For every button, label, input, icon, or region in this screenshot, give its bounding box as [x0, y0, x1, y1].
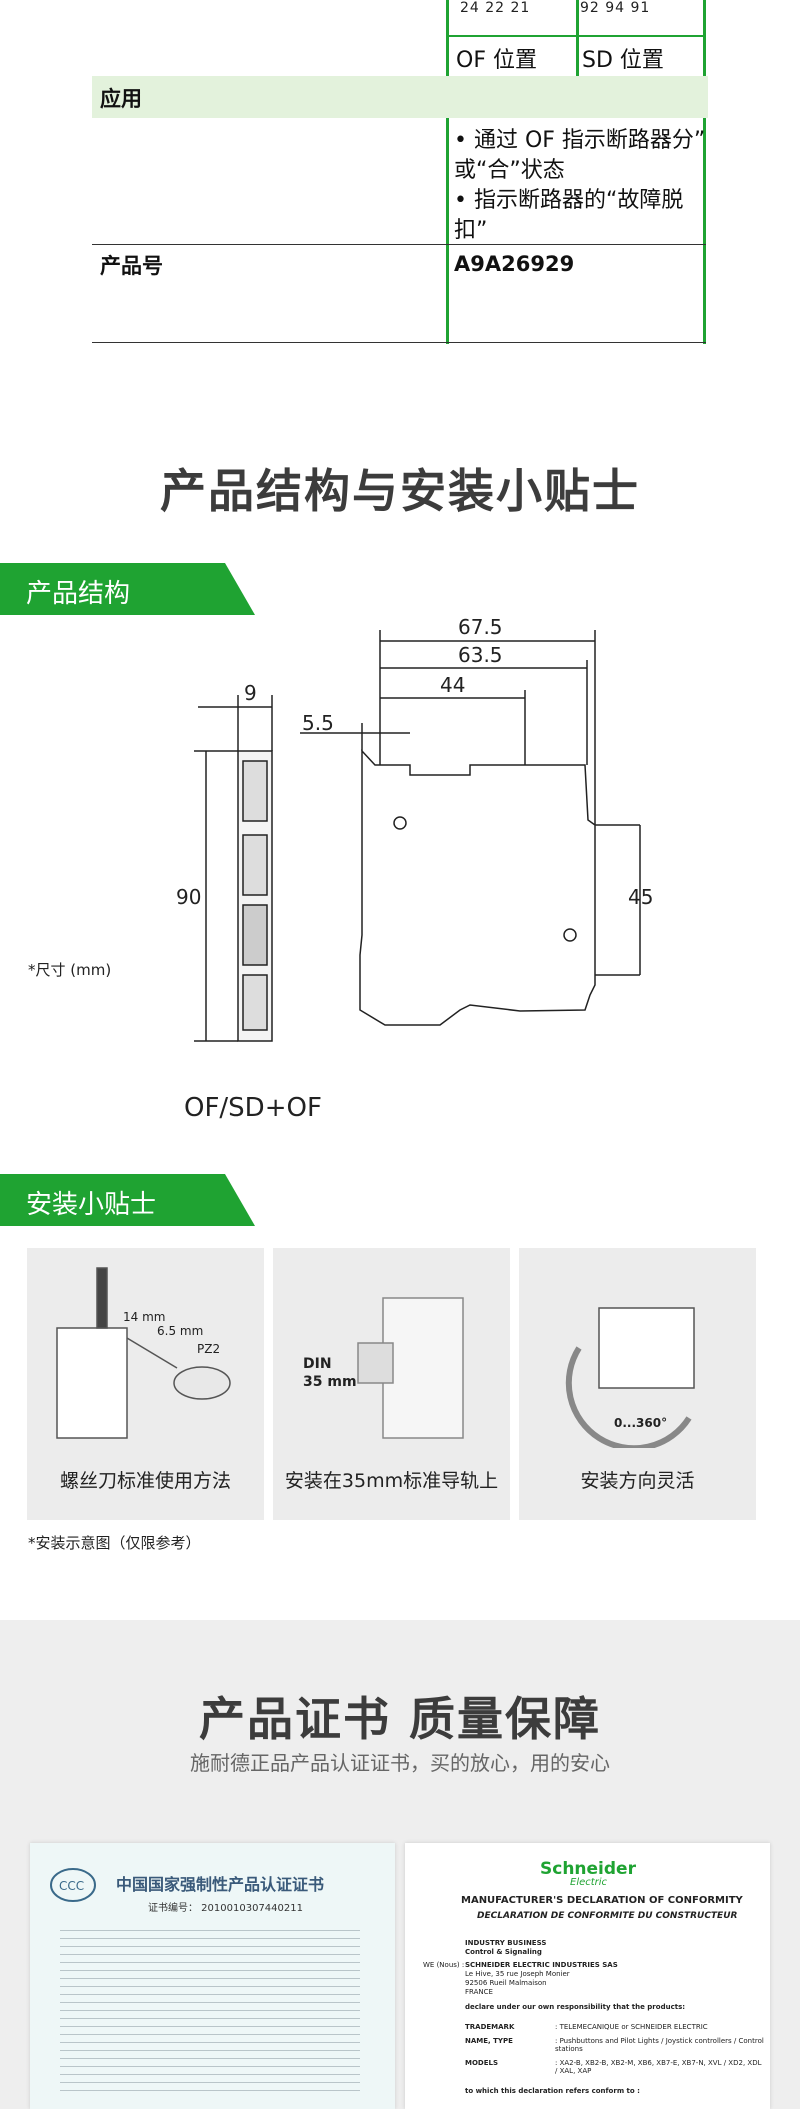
dim-67-5: 67.5 [458, 615, 503, 639]
application-bullet-2-cont: 扣” [454, 218, 488, 243]
tab-label: 安装小贴士 [26, 1190, 157, 1220]
divider [446, 35, 704, 37]
declaration-certificate: Schneider Electric MANUFACTURER'S DECLAR… [405, 1843, 770, 2109]
tip-text-35mm: 35 mm [303, 1374, 357, 1390]
tip-text-6-5mm: 6.5 mm [157, 1324, 204, 1338]
business-line-2: Control & Signaling [465, 1948, 542, 1956]
tab-product-structure: 产品结构 [0, 563, 255, 615]
tip-card-label: 安装在35mm标准导轨上 [284, 1470, 499, 1492]
tab-background [0, 1174, 255, 1226]
schneider-logo: Schneider [540, 1859, 636, 1879]
tip-text-rotation: 0...360° [614, 1416, 668, 1430]
tip-card-screwdriver: 14 mm 6.5 mm PZ2 螺丝刀标准使用方法 [27, 1248, 264, 1520]
declaration-heading: MANUFACTURER'S DECLARATION OF CONFORMITY [461, 1895, 743, 1906]
section-title-structure: 产品结构与安装小贴士 [160, 464, 640, 518]
dim-45: 45 [628, 885, 654, 909]
tab-label: 产品结构 [26, 579, 131, 609]
dim-5-5: 5.5 [302, 711, 334, 735]
tab-background [0, 563, 255, 615]
ccc-number: 证书编号： 2010010307440211 [148, 1903, 303, 1914]
declare-line: declare under our own responsibility tha… [465, 2003, 686, 2011]
tip-card-din-rail: DIN 35 mm 安装在35mm标准导轨上 [273, 1248, 510, 1520]
dimension-diagram [194, 630, 641, 1042]
section-title-cert: 产品证书 质量保障 [198, 1692, 601, 1746]
pin-numbers-sd: 92 94 91 [580, 0, 651, 16]
tip-card-orientation: 0...360° 安装方向灵活 [519, 1248, 756, 1520]
tip-text-din: DIN [303, 1356, 332, 1372]
schneider-logo-sub: Electric [570, 1877, 608, 1888]
ccc-body-text [60, 1923, 360, 2093]
trademark-value: : TELEMECANIQUE or SCHNEIDER ELECTRIC [555, 2023, 708, 2031]
din-rail-illustration [357, 1297, 464, 1439]
dim-9: 9 [244, 681, 257, 705]
of-position-label: OF 位置 [456, 48, 537, 73]
tab-install-tips: 安装小贴士 [0, 1174, 255, 1226]
ccc-logo-icon: CCC [50, 1868, 96, 1902]
table-column-line [703, 0, 706, 344]
tip-text-14mm: 14 mm [123, 1310, 166, 1324]
tip-card-label: 螺丝刀标准使用方法 [59, 1470, 231, 1492]
pin-numbers-of: 24 22 21 [460, 0, 531, 16]
product-no-value: A9A26929 [454, 252, 575, 276]
svg-text:CCC: CCC [59, 1879, 84, 1893]
rotation-illustration [565, 1307, 695, 1448]
install-note: *安装示意图（仅限参考） [28, 1534, 201, 1552]
application-band [92, 76, 708, 118]
screwdriver-illustration [56, 1267, 231, 1439]
dim-44: 44 [440, 673, 466, 697]
we-label: WE (Nous) : [423, 1961, 465, 1969]
application-bullet-1-cont: 或“合”状态 [454, 158, 565, 183]
company-address-2: 92506 Rueil Malmaison [465, 1979, 547, 1987]
conform-line: to which this declaration refers conform… [465, 2087, 640, 2095]
application-label: 应用 [100, 87, 142, 111]
company-name: SCHNEIDER ELECTRIC INDUSTRIES SAS [465, 1961, 618, 1969]
models-value: : XA2-B, XB2-B, XB2-M, XB6, XB7-E, XB7-N… [555, 2059, 762, 2075]
dim-63-5: 63.5 [458, 643, 503, 667]
business-line: INDUSTRY BUSINESS [465, 1939, 547, 1947]
divider [92, 244, 706, 245]
sd-position-label: SD 位置 [582, 48, 664, 73]
section-subtitle-cert: 施耐德正品产品认证证书，买的放心，用的安心 [190, 1751, 610, 1775]
company-address-1: Le Hive, 35 rue Joseph Monier [465, 1970, 570, 1978]
models-label: MODELS [465, 2059, 499, 2067]
table-column-line [576, 0, 579, 78]
company-address-3: FRANCE [465, 1988, 493, 1996]
model-label: OF/SD+OF [184, 1093, 322, 1123]
trademark-label: TRADEMARK [465, 2023, 515, 2031]
table-column-line [446, 0, 449, 344]
tip-card-label: 安装方向灵活 [580, 1470, 695, 1492]
ccc-heading: 中国国家强制性产品认证证书 [116, 1875, 325, 1894]
dimension-drawing: 67.5 63.5 44 9 5.5 90 45 *尺寸 (mm) OF/SD+… [0, 615, 800, 1135]
product-no-label: 产品号 [100, 254, 163, 278]
unit-note: *尺寸 (mm) [28, 961, 112, 979]
divider [92, 342, 706, 343]
nametype-value: : Pushbuttons and Pilot Lights / Joystic… [555, 2037, 764, 2053]
dim-90: 90 [176, 885, 202, 909]
application-bullet-2: • 指示断路器的“故障脱 [454, 188, 684, 213]
application-bullet-1: • 通过 OF 指示断路器分” [454, 128, 706, 153]
ccc-certificate: CCC 中国国家强制性产品认证证书 证书编号： 2010010307440211 [30, 1843, 395, 2109]
nametype-label: NAME, TYPE [465, 2037, 513, 2045]
tip-text-pz2: PZ2 [197, 1342, 221, 1356]
declaration-heading-fr: DECLARATION DE CONFORMITE DU CONSTRUCTEU… [477, 1911, 738, 1921]
